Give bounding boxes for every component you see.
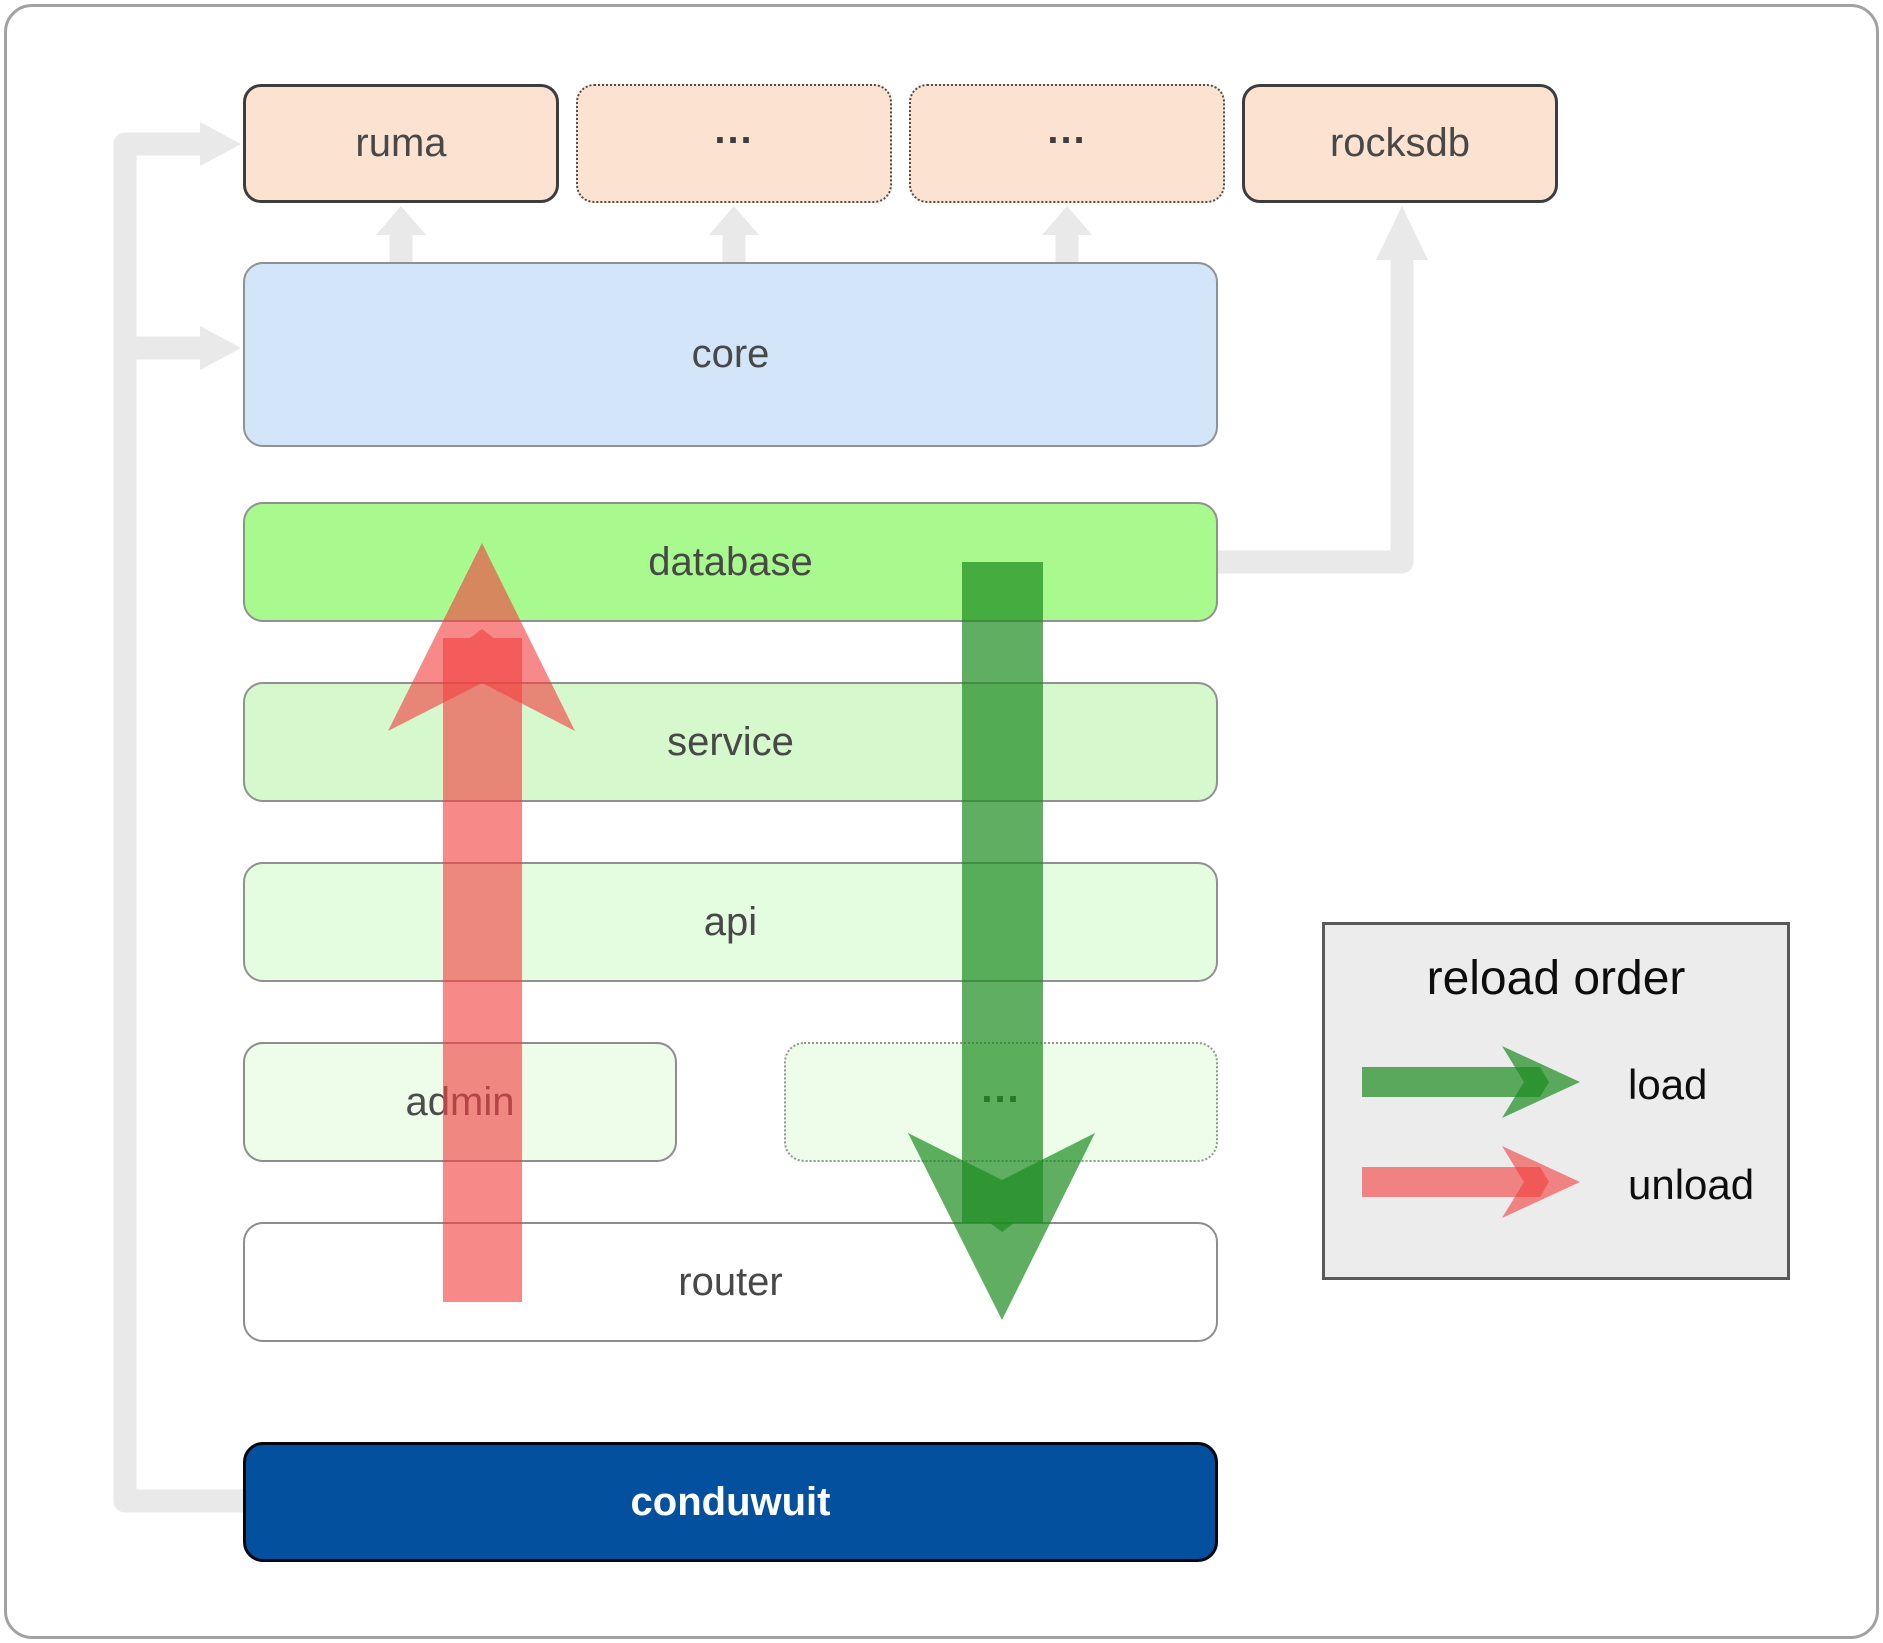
core-to-ellipsis1-arrow bbox=[709, 206, 759, 263]
legend-unload-label: unload bbox=[1628, 1161, 1755, 1208]
node-api-label: api bbox=[703, 899, 758, 944]
node-rocksdb-label: rocksdb bbox=[1329, 121, 1471, 165]
node-ellipsis-2: ... bbox=[909, 84, 1225, 203]
arrowhead-to-ruma-icon bbox=[200, 122, 241, 166]
node-service-label: service bbox=[667, 719, 794, 764]
node-admin-ellipsis-label: ... bbox=[981, 1066, 1021, 1111]
conduwuit-dependency-path bbox=[113, 132, 1414, 1513]
node-database: database bbox=[243, 502, 1218, 622]
legend: reload order load unload bbox=[1322, 922, 1790, 1280]
arrowhead-to-core-icon bbox=[200, 326, 241, 370]
node-service: service bbox=[243, 682, 1218, 802]
node-conduwuit-label: conduwuit bbox=[630, 1479, 831, 1524]
node-admin-label: admin bbox=[405, 1079, 515, 1124]
node-core: core bbox=[243, 262, 1218, 447]
node-core-label: core bbox=[691, 332, 770, 376]
outer-frame bbox=[4, 4, 1879, 1639]
arrowhead-to-rocksdb-icon bbox=[1376, 206, 1428, 260]
node-ellipsis-1-label: ... bbox=[714, 108, 754, 152]
node-router: router bbox=[243, 1222, 1218, 1342]
node-admin: admin bbox=[243, 1042, 677, 1162]
node-ellipsis-1: ... bbox=[576, 84, 892, 203]
node-ellipsis-2-label: ... bbox=[1047, 108, 1087, 152]
node-conduwuit: conduwuit bbox=[243, 1442, 1218, 1562]
legend-load-label: load bbox=[1628, 1061, 1708, 1108]
core-to-ruma-arrow bbox=[376, 206, 426, 263]
node-rocksdb: rocksdb bbox=[1242, 84, 1558, 203]
node-router-label: router bbox=[678, 1259, 783, 1304]
node-ruma: ruma bbox=[243, 84, 559, 203]
node-api: api bbox=[243, 862, 1218, 982]
legend-title: reload order bbox=[1426, 952, 1686, 1005]
node-ruma-label: ruma bbox=[355, 121, 447, 165]
core-to-ellipsis2-arrow bbox=[1042, 206, 1092, 263]
node-admin-ellipsis: ... bbox=[784, 1042, 1218, 1162]
node-database-label: database bbox=[648, 539, 813, 584]
